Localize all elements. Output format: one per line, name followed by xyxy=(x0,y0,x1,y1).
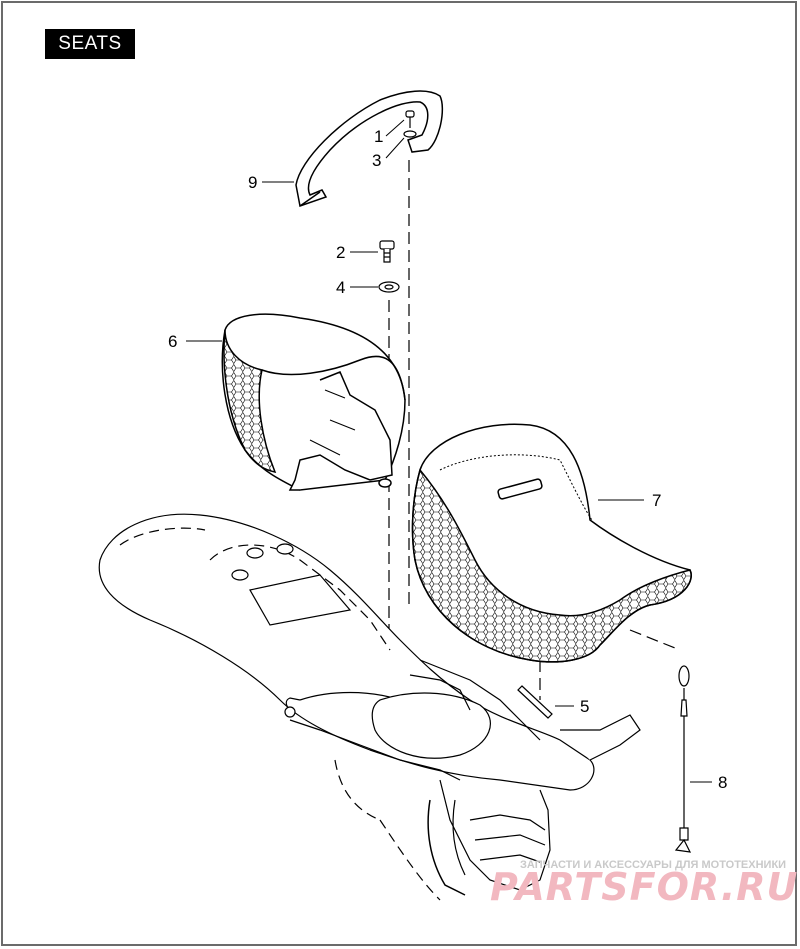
bolt-2 xyxy=(379,240,395,263)
screw-top xyxy=(403,110,417,138)
backrest-bracket xyxy=(295,90,444,207)
page-title: SEATS xyxy=(45,29,135,59)
washer-4 xyxy=(378,281,400,293)
callout-3: 3 xyxy=(372,151,381,170)
callout-4: 4 xyxy=(336,278,345,297)
passenger-seat xyxy=(221,313,406,491)
watermark-tagline: ЗАПЧАСТИ И АКСЕССУАРЫ ДЛЯ МОТОТЕХНИКИ xyxy=(520,859,786,871)
callout-6: 6 xyxy=(168,332,177,351)
pin-5 xyxy=(517,685,553,719)
leader-lines xyxy=(186,119,712,783)
watermark-brand: PARTSFOR.RU xyxy=(490,865,798,909)
rear-fender-frame xyxy=(98,513,641,901)
callout-5: 5 xyxy=(580,697,589,716)
callout-1: 1 xyxy=(374,127,383,146)
rider-seat xyxy=(411,423,692,663)
seat-tether xyxy=(674,665,692,853)
callout-7: 7 xyxy=(652,491,661,510)
callout-8: 8 xyxy=(718,773,727,792)
callout-9: 9 xyxy=(248,173,257,192)
callout-2: 2 xyxy=(336,243,345,262)
